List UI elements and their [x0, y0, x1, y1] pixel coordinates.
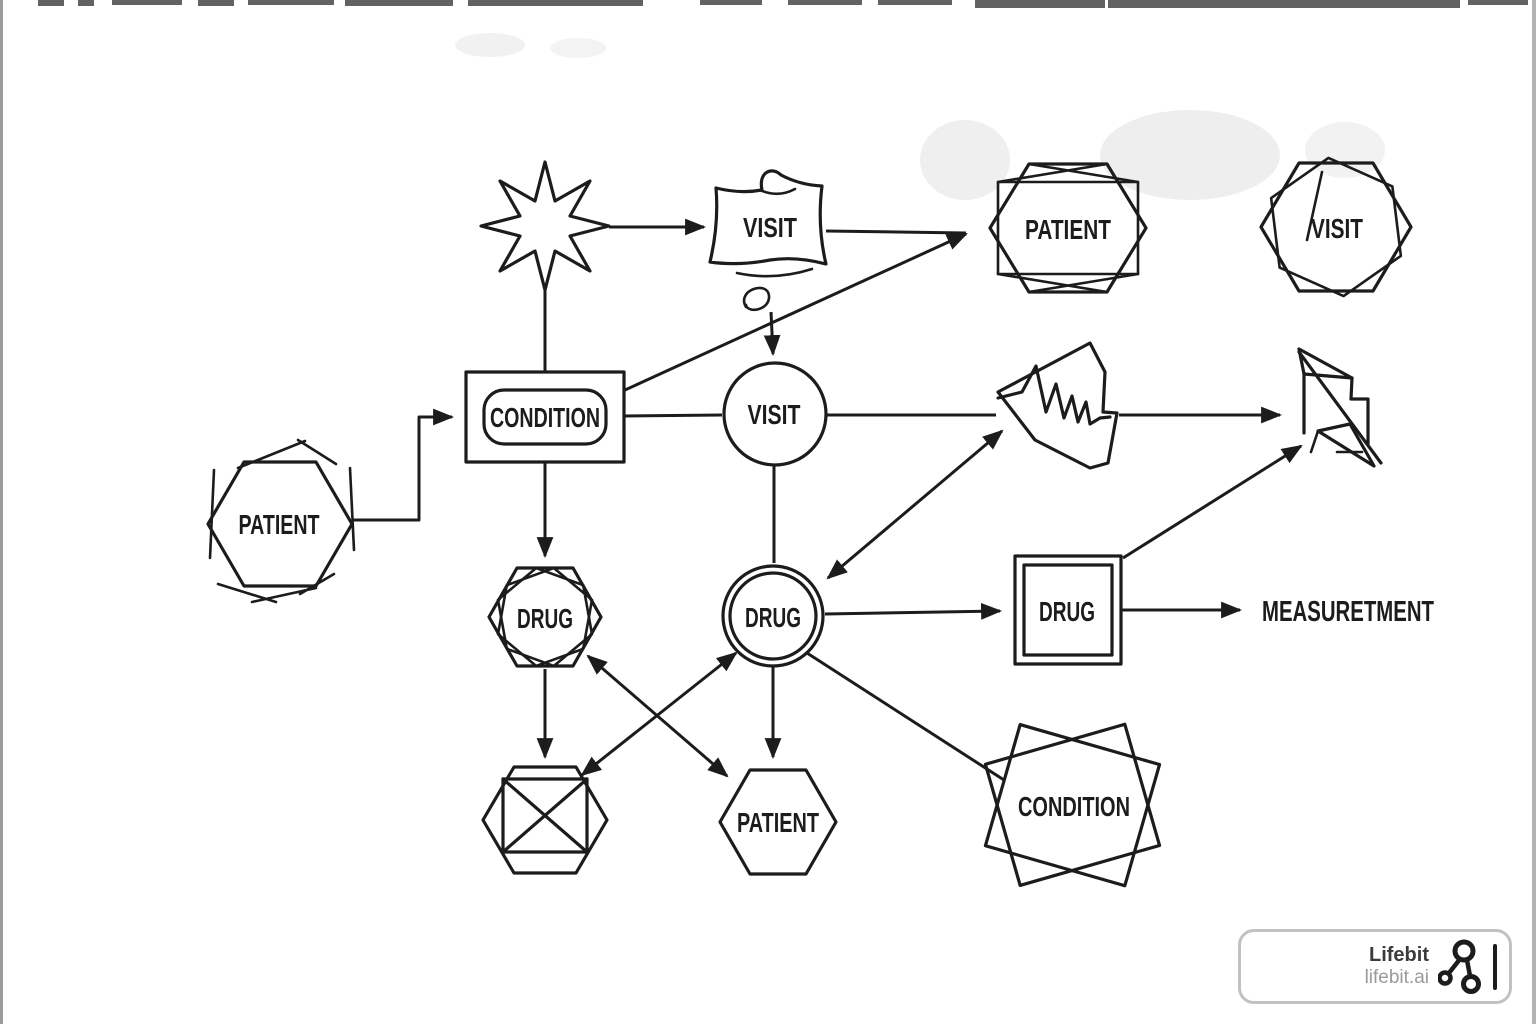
visit-hex-label: VISIT — [1311, 213, 1363, 244]
node-visit-scroll: VISIT — [708, 169, 828, 266]
edge-patientleft-to-condition — [352, 408, 455, 522]
node-condition-main: CONDITION — [464, 370, 626, 464]
right-edge-artifact — [1532, 0, 1536, 1024]
node-drug-circle: DRUG — [721, 564, 825, 668]
top-crop-artifact — [38, 0, 1528, 8]
edge-visitscroll-to-patienttop — [825, 229, 967, 235]
edge-visitscroll-to-visitcircle — [763, 311, 781, 357]
drug-square-label: DRUG — [1039, 596, 1095, 627]
node-star-shape — [479, 160, 611, 292]
measurement-label: MEASURETMENT — [1262, 596, 1434, 628]
background-smudges — [455, 33, 1385, 200]
lifebit-badge-text: Lifebit lifebit.ai — [1365, 944, 1429, 989]
visit-circle-label: VISIT — [748, 399, 801, 430]
left-edge-artifact — [0, 0, 3, 1024]
condition-main-label: CONDITION — [490, 402, 600, 433]
node-drug-square: DRUG — [1013, 554, 1123, 666]
brand-domain-link: lifebit.ai — [1364, 967, 1429, 989]
patient-left-label: PATIENT — [239, 509, 320, 540]
edge-condition-to-patienttop — [624, 232, 968, 392]
drug-circle-label: DRUG — [745, 602, 801, 633]
brand-cursor-bar — [1493, 943, 1497, 990]
patient-top-label: PATIENT — [1025, 214, 1111, 245]
edge-lines — [352, 218, 1303, 782]
visit-scroll-label: VISIT — [743, 212, 797, 243]
node-condition-bottom: CONDITION — [983, 722, 1162, 888]
node-patient-top: PATIENT — [988, 162, 1148, 294]
node-glyph-right-shape — [1297, 347, 1383, 468]
edge-drugsquare-to-glyphright — [1122, 444, 1303, 560]
node-drug-hex: DRUG — [487, 566, 603, 668]
node-heartbeat-shape — [996, 341, 1119, 470]
drug-hex-label: DRUG — [517, 603, 573, 634]
edge-condition-to-visitcircle — [624, 413, 723, 418]
lifebit-molecule-icon — [1438, 939, 1481, 994]
lifebit-badge: Lifebit lifebit.ai — [1238, 929, 1512, 1004]
scroll-curl-decoration — [735, 267, 814, 312]
edge-drugcircle-to-conditionbottom — [806, 651, 1005, 782]
edge-drugcircle-xhexagon — [580, 651, 738, 777]
edge-drugcircle-heartbeat — [826, 429, 1004, 580]
condition-bottom-label: CONDITION — [1018, 791, 1130, 822]
edge-drugcircle-to-drugsquare — [824, 602, 1003, 620]
node-visit-hex: VISIT — [1259, 156, 1413, 298]
node-x-hexagon-shape — [481, 765, 609, 875]
brand-name: Lifebit — [1369, 944, 1429, 967]
patient-bottom-label: PATIENT — [737, 807, 819, 838]
node-visit-circle: VISIT — [722, 361, 828, 467]
node-patient-left: PATIENT — [206, 438, 356, 604]
node-patient-bottom: PATIENT — [718, 768, 838, 876]
